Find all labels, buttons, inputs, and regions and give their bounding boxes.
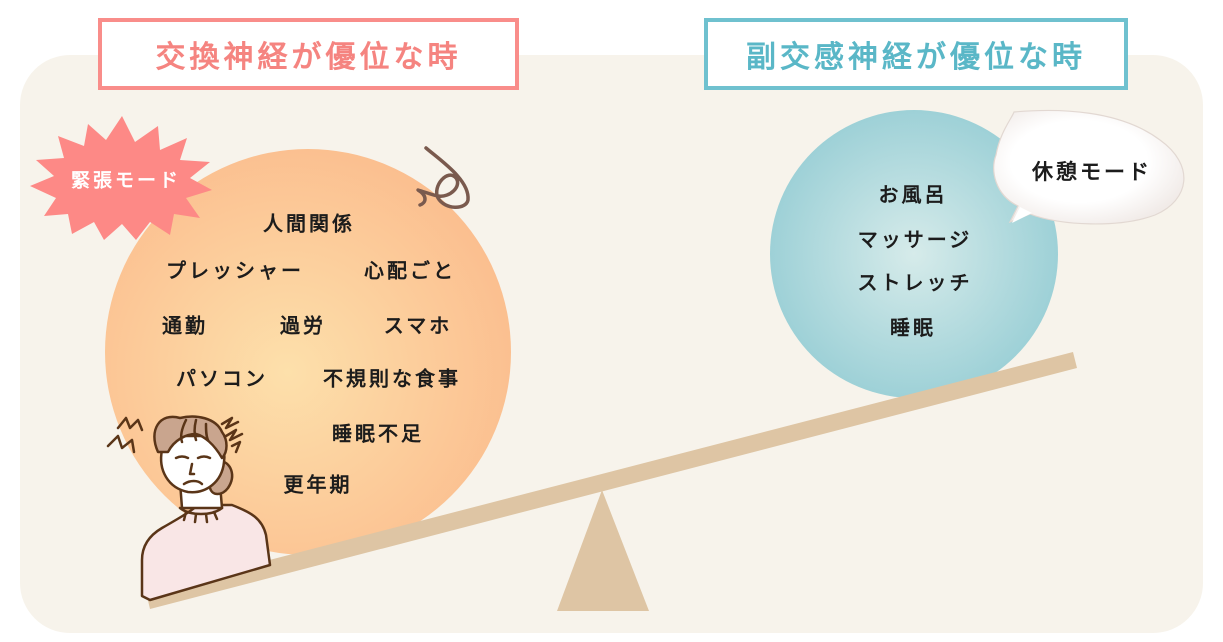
stress-factor-label: 過労 — [280, 313, 326, 338]
parasympathetic-title: 副交感神経が優位な時 — [704, 18, 1128, 90]
relaxation-factor-label: 睡眠 — [890, 315, 936, 340]
calm-ball — [770, 110, 1058, 398]
stress-factor-label: 通勤 — [162, 313, 208, 338]
stress-swirl-icon — [416, 146, 470, 209]
stress-factor-label: パソコン — [176, 366, 268, 391]
stress-factor-label: 睡眠不足 — [332, 421, 424, 446]
spiky-burst-icon — [30, 116, 212, 240]
stress-factor-label: 人間関係 — [263, 211, 355, 236]
stress-factor-label: 更年期 — [283, 472, 353, 497]
stress-factor-label: スマホ — [383, 313, 453, 338]
rest-mode-badge: 休憩モード — [1032, 160, 1152, 184]
parasympathetic-title-text: 副交感神経が優位な時 — [746, 40, 1086, 75]
stress-factor-label: プレッシャー — [166, 258, 304, 283]
relaxation-factor-label: ストレッチ — [857, 270, 973, 295]
sympathetic-title-text: 交換神経が優位な時 — [155, 40, 462, 75]
speech-bubble-icon — [993, 109, 1185, 225]
seesaw-icon — [146, 352, 1077, 611]
sympathetic-title: 交換神経が優位な時 — [98, 18, 519, 90]
stress-factor-label: 心配ごと — [364, 258, 456, 283]
stressed-woman-icon — [106, 415, 272, 602]
stress-factor-label: 不規則な食事 — [323, 366, 461, 391]
tension-mode-badge: 緊張モード — [70, 169, 182, 192]
relaxation-factor-label: お風呂 — [878, 182, 948, 207]
relaxation-factor-label: マッサージ — [857, 227, 973, 252]
